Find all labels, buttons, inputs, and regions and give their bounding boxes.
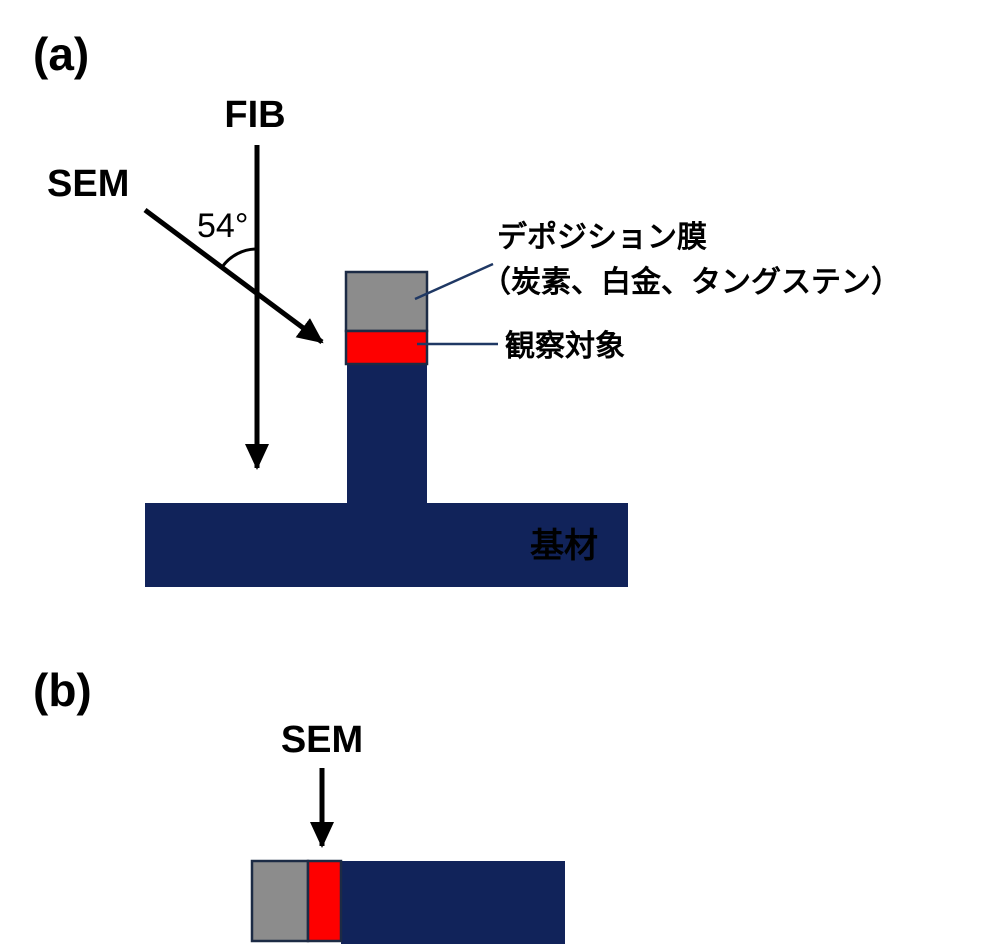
deposition-film-rect-b bbox=[250, 859, 310, 943]
substrate-base bbox=[145, 503, 628, 587]
sem-beam-label-b: SEM bbox=[281, 719, 363, 761]
observation-target-rect-b bbox=[306, 859, 343, 943]
panel-b-label: (b) bbox=[33, 664, 92, 716]
substrate-rect-b bbox=[341, 861, 565, 944]
sem-beam-label-a: SEM bbox=[47, 163, 129, 205]
deposition-film-label: デポジション膜 bbox=[497, 220, 707, 254]
observation-target-rect-a bbox=[344, 329, 429, 366]
deposition-film-materials-label: （炭素、白金、タングステン） bbox=[481, 265, 901, 299]
angle-arc bbox=[221, 247, 258, 268]
observation-target-label: 観察対象 bbox=[505, 329, 625, 363]
substrate-pillar bbox=[347, 360, 427, 504]
panel-a-label: (a) bbox=[33, 28, 89, 80]
substrate-label: 基材 bbox=[530, 527, 598, 565]
sem-beam-arrow-a bbox=[143, 207, 324, 345]
deposition-leader-line bbox=[414, 262, 494, 301]
deposition-film-rect-a bbox=[344, 270, 429, 333]
angle-value-label: 54° bbox=[197, 207, 248, 245]
fib-beam-label: FIB bbox=[224, 94, 285, 136]
